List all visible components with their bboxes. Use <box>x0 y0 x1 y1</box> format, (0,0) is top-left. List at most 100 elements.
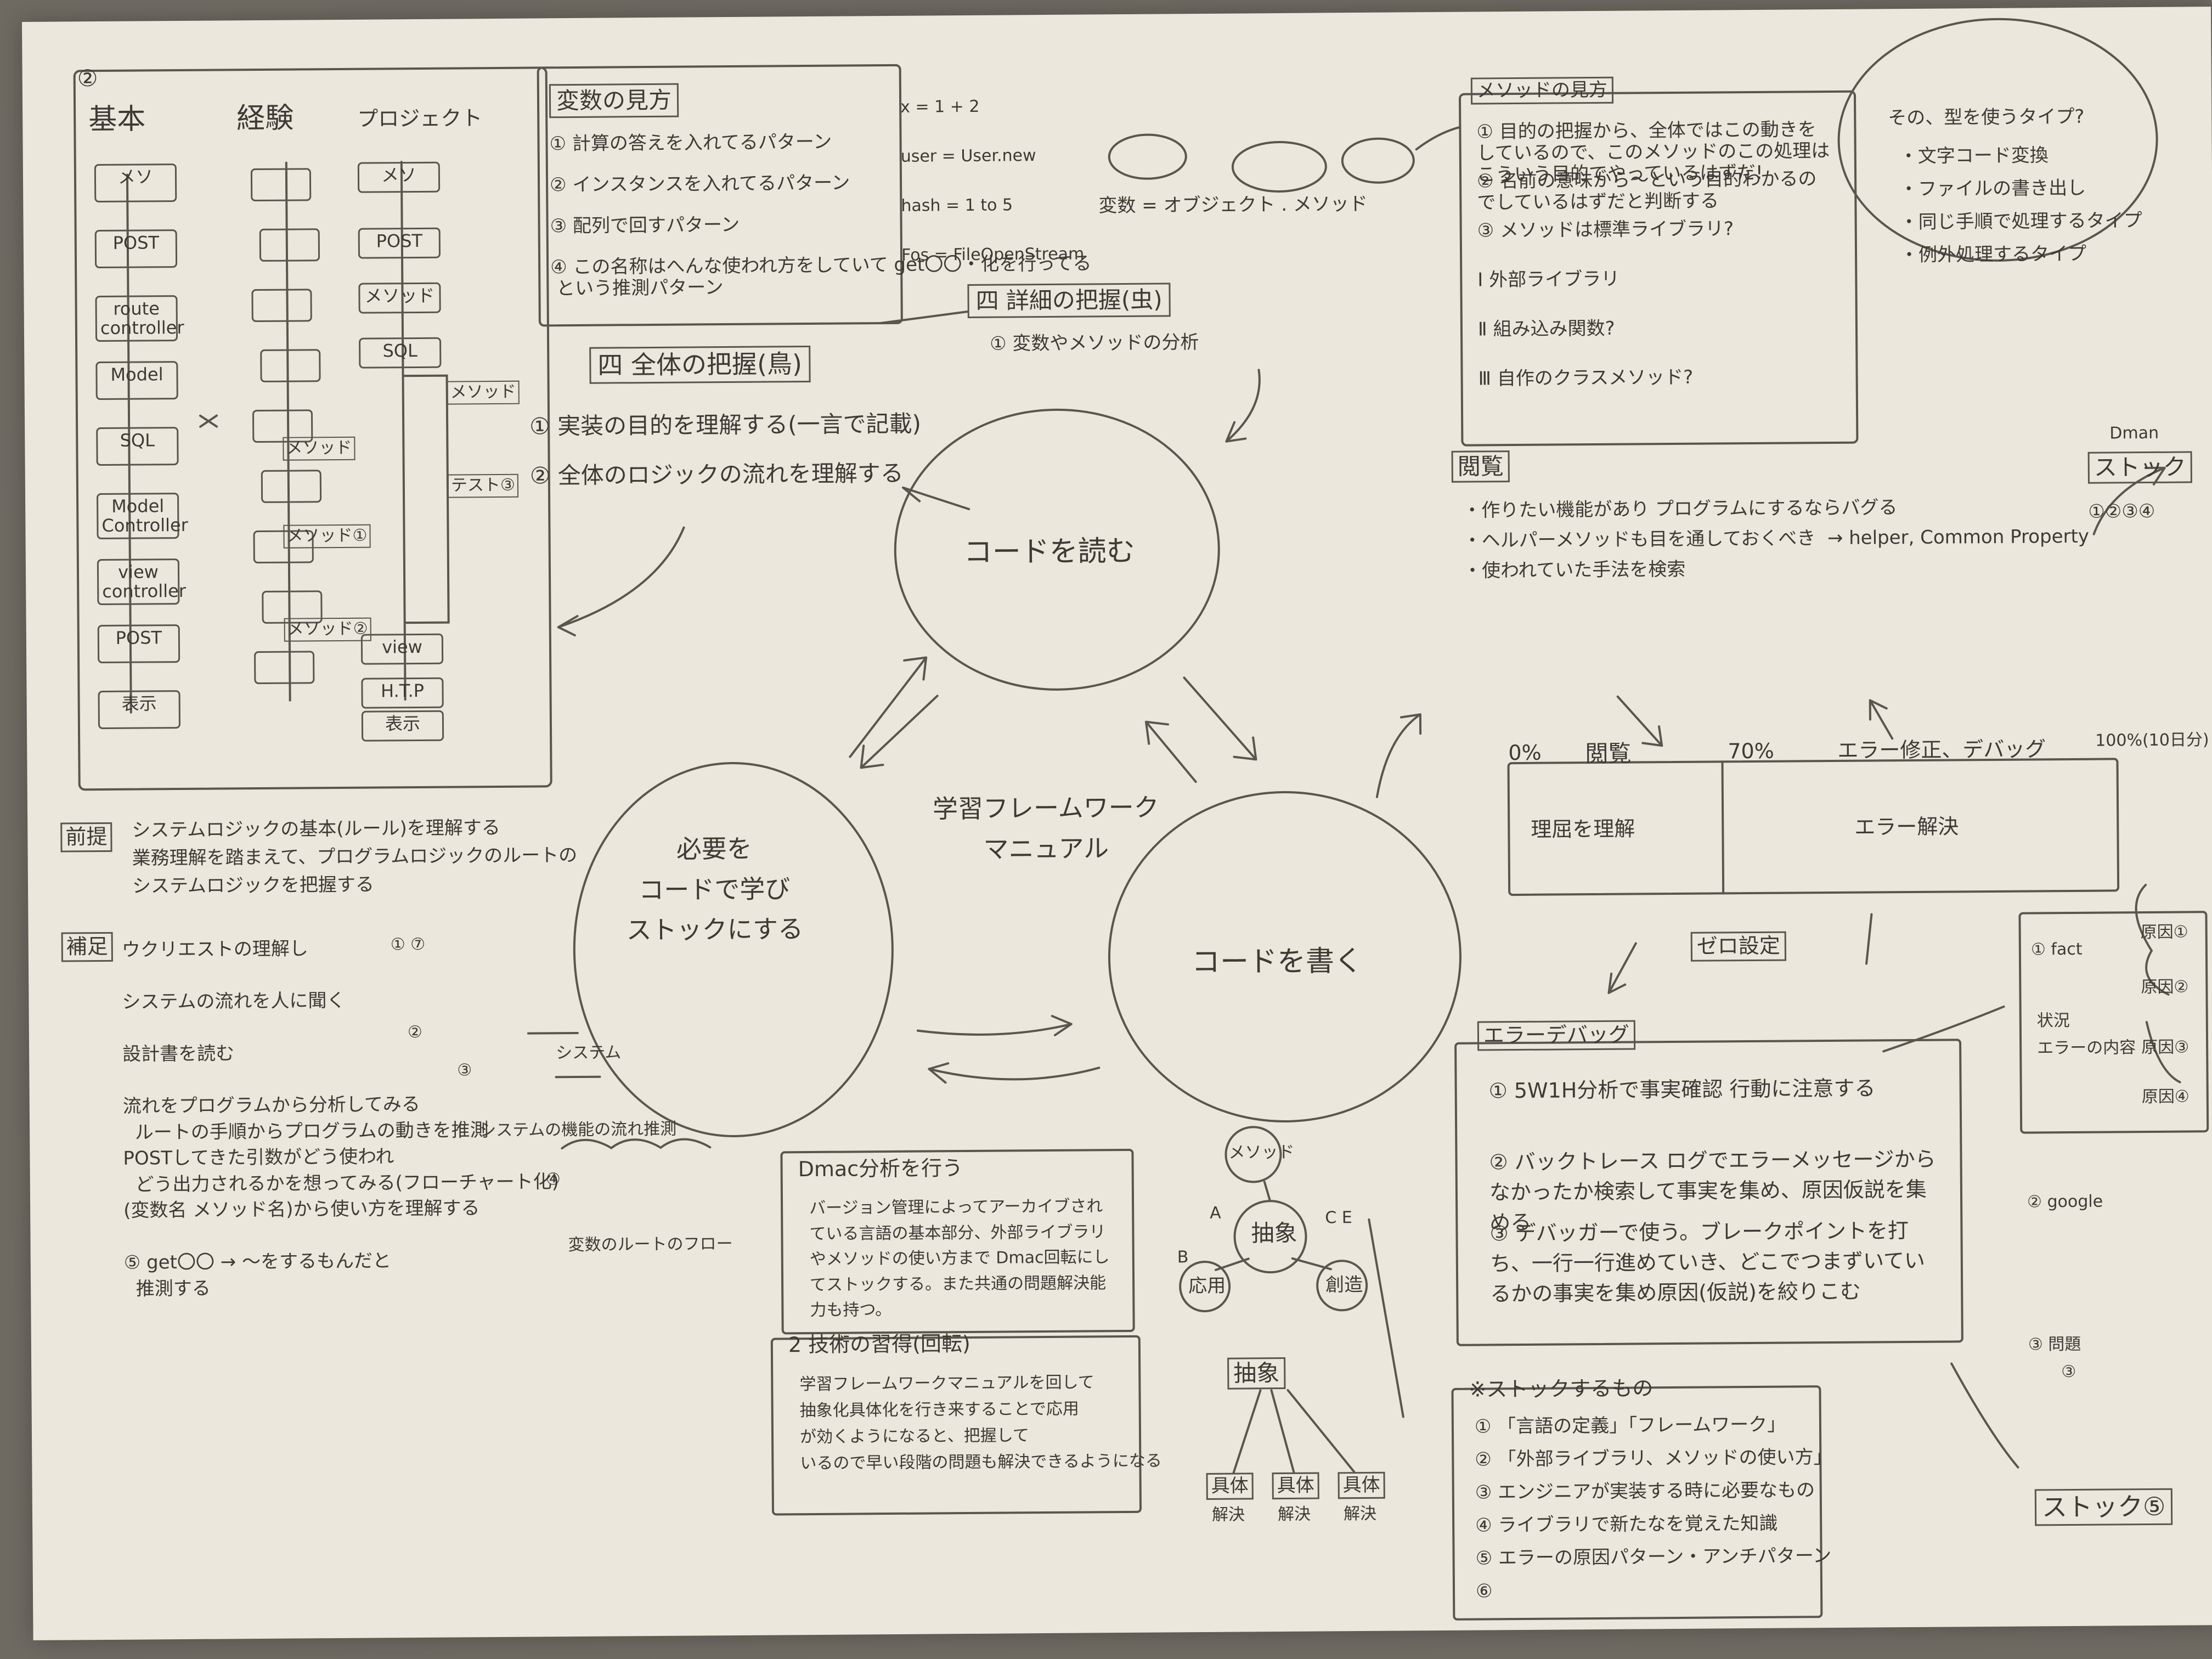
progress-browse: 閲覧 <box>1585 740 1632 768</box>
debug-side-note: ストック⑤ <box>2034 1488 2173 1526</box>
tree-create: 創造 <box>1325 1273 1363 1296</box>
progress-0: 0% <box>1508 740 1542 765</box>
var-ovals <box>1108 133 1415 193</box>
progress-100: 100%(10日分) <box>2095 730 2209 751</box>
whole-point-2: ② 全体のロジックの流れを理解する <box>529 459 904 489</box>
debug-side-note: 原因③ <box>2141 1037 2190 1058</box>
tree-a: A <box>1210 1203 1221 1223</box>
whole-title: 四 全体の把握(鳥) <box>589 345 811 384</box>
typesItems-item: ・ファイルの書き出し <box>1899 177 2086 201</box>
connector-lines <box>73 18 2209 1621</box>
suppItems-item: 流れをプログラムから分析してみる ルートの手順からプログラムの動きを推測 <box>122 1093 489 1144</box>
browse-stock: ストック <box>2087 451 2192 484</box>
dmac-title: Dmac分析を行う <box>798 1156 963 1182</box>
methodItems-item: Ⅱ 組み込み関数? <box>1477 317 1615 341</box>
suppItems-item: システムの流れを人に聞く <box>122 989 346 1013</box>
flow-frame <box>73 66 552 791</box>
methodItems-item: Ⅲ 自作のクラスメソッド? <box>1478 366 1694 390</box>
typesItems-item: ・例外処理するタイプ <box>1899 242 2087 267</box>
dmac-text: バージョン管理によってアーカイブされている言語の基本部分、外部ライブラリやメソッ… <box>809 1197 1110 1321</box>
study-side-label: 変数のルートのフロー <box>568 1234 733 1255</box>
typesItems-item: ・同じ手順で処理するタイプ <box>1899 210 2142 234</box>
debug-side-note: 原因④ <box>2141 1087 2190 1107</box>
suppItems-item: ウクリエストの理解し <box>121 938 308 961</box>
study-side-label: ② <box>407 1022 422 1042</box>
tree-abstract: 抽象 <box>1251 1219 1297 1247</box>
debugItems-item: ③ デバッガーで使う。ブレークポイントを打ち、一行一行進めていき、どこでつまずい… <box>1489 1218 1926 1306</box>
kanItems-item: ・使われていた手法を検索 <box>1463 558 1686 582</box>
kanItems-item: ・ヘルパーメソッドも目を通しておくべき → helper, Common Pro… <box>1463 525 2090 552</box>
concrete-node: 具体 <box>1338 1471 1385 1499</box>
tree-b: B <box>1177 1248 1189 1267</box>
whole-point-1: ① 実装の目的を理解する(一言で記載) <box>529 410 922 440</box>
debug-side-note: ③ <box>2061 1362 2076 1382</box>
write-circle <box>1108 791 1462 1122</box>
framework-title: 学習フレームワーク マニュアル <box>932 792 1159 864</box>
dman-label: Dman <box>2109 423 2159 443</box>
debug-frame <box>1454 1039 1963 1346</box>
progress-frame <box>1507 758 2120 896</box>
tree-apply: 応用 <box>1188 1274 1226 1297</box>
suppItems-item: (変数名 メソッド名)から使い方を理解する <box>123 1197 480 1222</box>
suppItems-item: 設計書を読む <box>122 1042 235 1065</box>
detail-sub: ① 変数やメソッドの分析 <box>989 331 1199 355</box>
study-side-label: ③ <box>457 1060 472 1080</box>
premise-text: システムロジックの基本(ルール)を理解する 業務理解を踏まえて、プログラムロジッ… <box>132 816 578 898</box>
detail-title: 四 詳細の把握(虫) <box>967 283 1171 319</box>
progress-70: 70% <box>1728 738 1774 764</box>
stockItems-item: ② 「外部ライブラリ、メソッドの使い方」 <box>1475 1446 1832 1471</box>
stockItems-item: ③ エンジニアが実装する時に必要なもの <box>1475 1479 1815 1504</box>
debug-side-note: ① fact <box>2030 939 2083 960</box>
suppItems-item: ⑤ get〇〇 → 〜をするもんだと 推測する <box>123 1250 392 1300</box>
progress-reason: 理屈を理解 <box>1531 816 1635 842</box>
progress-error: エラー修正、デバッグ <box>1837 737 2046 763</box>
read-circle <box>894 408 1220 691</box>
types-title: その、型を使うタイプ? <box>1888 105 2085 129</box>
read-code-label: コードを読む <box>963 534 1136 569</box>
supplement-label: 補足 <box>61 932 113 962</box>
concrete-node: 具体 <box>1272 1472 1319 1500</box>
browse-title: 閲覧 <box>1451 450 1510 483</box>
concrete-solve: 解決 <box>1343 1504 1377 1524</box>
concrete-solve: 解決 <box>1211 1505 1245 1525</box>
debug-side-note: 状況 <box>2036 1011 2070 1031</box>
typesItems-item: ・文字コード変換 <box>1899 144 2049 168</box>
debug-side-note: ② google <box>2027 1192 2103 1212</box>
stockbox-title: ※ストックするもの <box>1469 1376 1654 1402</box>
browse-stock-nums: ①②③④ <box>2088 500 2155 523</box>
method-title: メソッドの見方 <box>1470 76 1614 105</box>
study-side-label: ④ <box>545 1170 561 1189</box>
tree-method: メソッド <box>1228 1142 1295 1163</box>
concrete-solve: 解決 <box>1277 1504 1311 1525</box>
concrete-node: 具体 <box>1206 1472 1254 1500</box>
methodItems-item: Ⅰ 外部ライブラリ <box>1477 268 1620 291</box>
write-code-label: コードを書く <box>1191 944 1363 979</box>
dmac-frame <box>780 1148 1135 1335</box>
types-oval <box>1837 18 2158 262</box>
progress-solve: エラー解決 <box>1854 814 1959 839</box>
stock-circle <box>573 761 894 1137</box>
methodItems-item: ③ メソッドは標準ライブラリ? <box>1477 218 1734 242</box>
fact-frame <box>2018 911 2209 1134</box>
methodItems-item: ② 名前の意味から〜という目的わかるのでしているはずだと判断する <box>1476 168 1817 214</box>
debug-side-note: 原因① <box>2140 922 2188 943</box>
study-side-label: システム <box>556 1043 622 1063</box>
zero-setting: ゼロ設定 <box>1690 931 1787 962</box>
study-side-label: システムの機能の流れ推測 <box>479 1119 677 1141</box>
stock-label: 必要を コードで学び ストックにする <box>626 833 804 945</box>
debug-title: エラーデバッグ <box>1477 1020 1636 1051</box>
debug-side-note: ③ 問題 <box>2028 1334 2081 1355</box>
stockItems-item: ⑤ エラーの原因パターン・アンチパターン <box>1475 1545 1832 1570</box>
study-side-label: ① ⑦ <box>390 934 426 955</box>
tech-text: 学習フレームワークマニュアルを回して 抽象化具体化を行き来することで応用 が効く… <box>799 1373 1162 1474</box>
method-frame <box>1459 90 1859 447</box>
vars-frame <box>537 64 903 327</box>
stockItems-item: ④ ライブラリで新たなを覚えた知識 <box>1475 1512 1778 1537</box>
tree-c: C E <box>1325 1208 1352 1228</box>
tech-frame <box>770 1335 1142 1516</box>
debugItems-item: ① 5W1H分析で事実確認 行動に注意する <box>1488 1076 1876 1103</box>
kanItems-item: ・作りたい機能があり プログラムにするならバグる <box>1463 496 1898 522</box>
stockbox-frame <box>1451 1385 1823 1621</box>
debug-side-note: 原因② <box>2141 977 2189 997</box>
